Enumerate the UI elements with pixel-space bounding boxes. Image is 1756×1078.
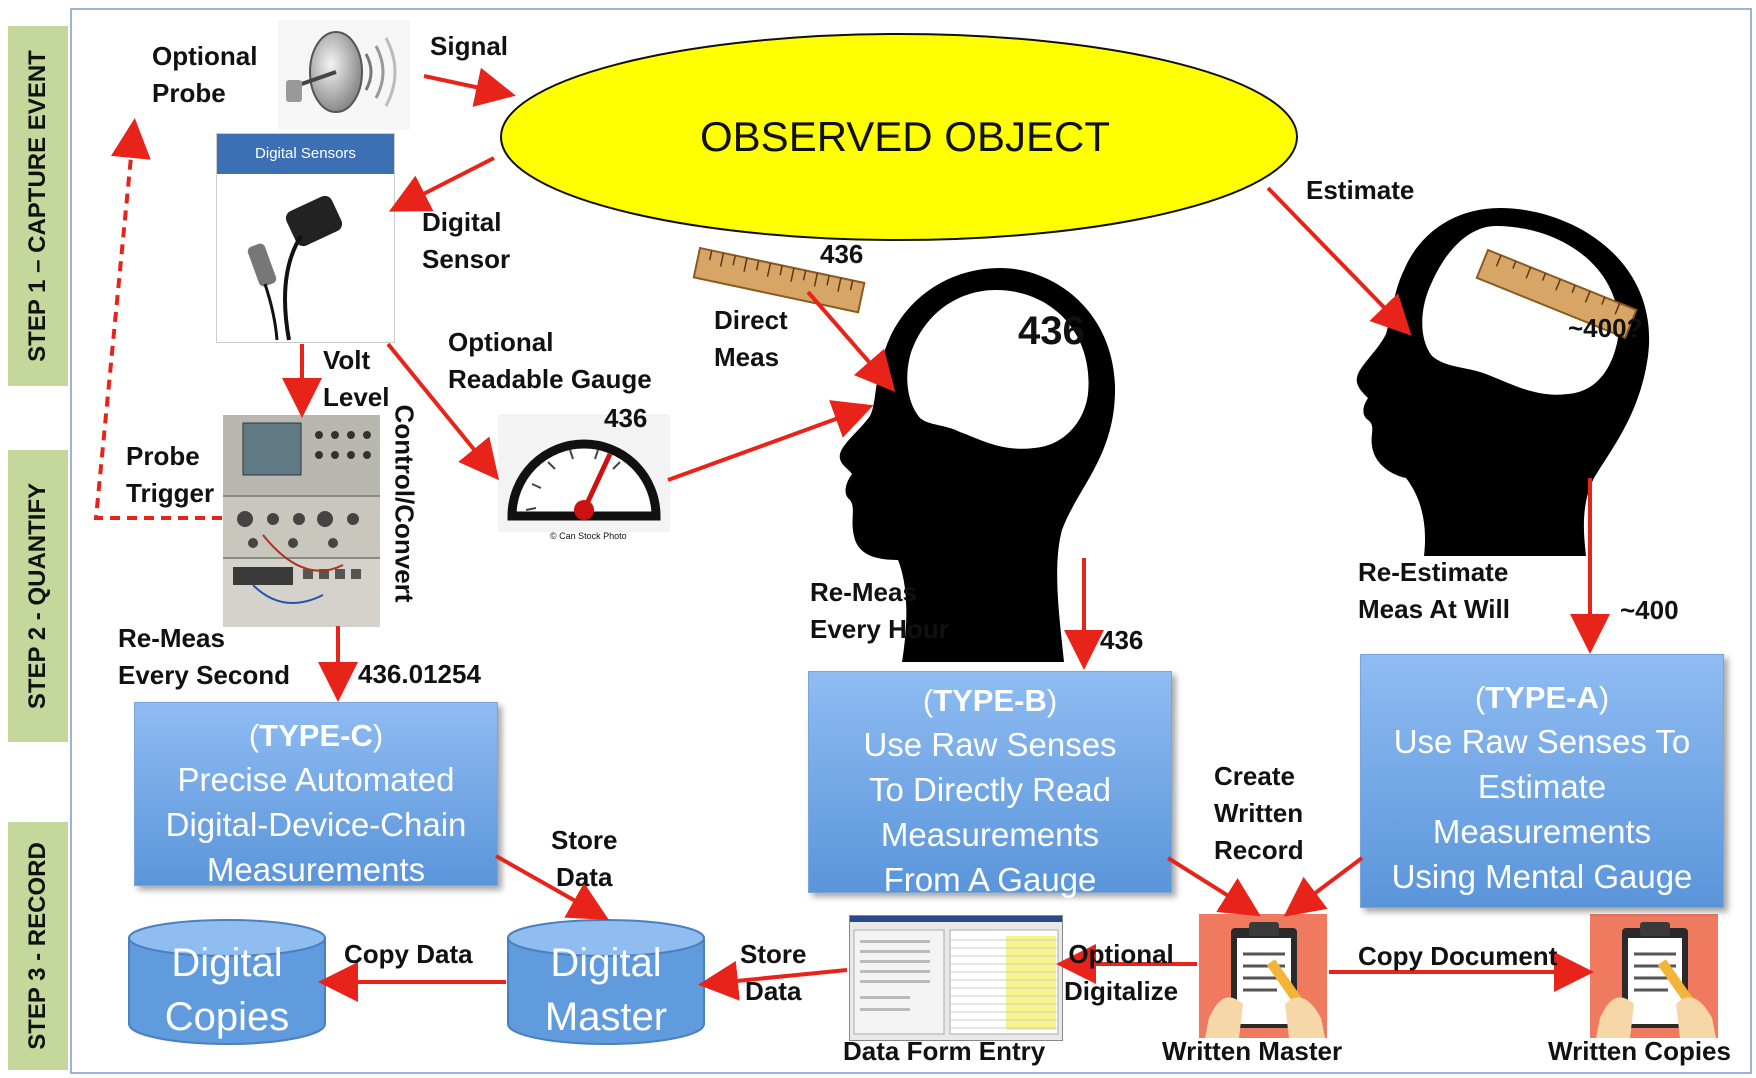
type-c-heading: (TYPE-C) bbox=[248, 718, 384, 753]
type-a-line: Estimate bbox=[1477, 768, 1607, 805]
type-a-heading: (TYPE-A) bbox=[1474, 680, 1610, 715]
instrument-rack-image bbox=[223, 415, 380, 627]
type-b-line: Use Raw Senses bbox=[863, 726, 1117, 763]
type-a-line: Use Raw Senses To bbox=[1393, 723, 1691, 760]
digital-master-line1: Digital bbox=[550, 941, 662, 985]
copy-data-label: Copy Data bbox=[344, 939, 473, 969]
step3-band: STEP 3 - RECORD bbox=[8, 822, 68, 1070]
re-meas-second-label: Re-Meas Every Second bbox=[118, 623, 290, 690]
written-copies-caption: Written Copies bbox=[1548, 1036, 1731, 1066]
written-master-clipboard-icon bbox=[1199, 914, 1327, 1038]
probe-trigger-label: Probe Trigger bbox=[126, 441, 215, 508]
arrow-to-gauge bbox=[386, 342, 500, 481]
typeb-value: 436 bbox=[1100, 625, 1144, 655]
direct-meas-label: Direct Meas bbox=[714, 305, 788, 372]
arrow-typeb-record bbox=[1166, 856, 1261, 917]
head-estimate-value: ~400? bbox=[1568, 313, 1643, 343]
data-form-entry-image bbox=[849, 915, 1063, 1041]
digital-sensor-label: Digital Sensor bbox=[422, 207, 511, 274]
estimate-label: Estimate bbox=[1306, 175, 1415, 205]
copy-document-label: Copy Document bbox=[1358, 941, 1558, 971]
type-b-line: Measurements bbox=[880, 816, 1100, 853]
digital-master-line2: Master bbox=[544, 995, 668, 1039]
type-b-line: To Directly Read bbox=[868, 771, 1112, 808]
arrow-to-sensor bbox=[388, 156, 495, 212]
type-c-line: Measurements bbox=[206, 851, 426, 888]
optional-gauge-label: Optional Readable Gauge bbox=[448, 327, 652, 394]
type-b-line: From A Gauge bbox=[883, 861, 1097, 898]
written-master-caption: Written Master bbox=[1162, 1036, 1343, 1066]
volt-level-label: Volt Level bbox=[323, 345, 390, 412]
type-c-line: Precise Automated bbox=[177, 761, 455, 798]
head-value: 436 bbox=[1018, 309, 1085, 353]
data-form-entry-caption: Data Form Entry bbox=[843, 1036, 1046, 1066]
typea-value: ~400 bbox=[1620, 595, 1679, 625]
digital-sensor-image: Digital Sensors bbox=[216, 133, 395, 343]
store-data-bottom-label: Store Data bbox=[740, 939, 807, 1006]
arrow-gauge-to-head bbox=[667, 400, 874, 482]
type-b-heading: (TYPE-B) bbox=[922, 683, 1058, 718]
arrow-signal bbox=[423, 67, 516, 107]
type-a-box: (TYPE-A) Use Raw Senses To Estimate Meas… bbox=[1360, 654, 1724, 908]
ruler-value: 436 bbox=[820, 239, 864, 269]
step1-band: STEP 1 – CAPTURE EVENT bbox=[8, 26, 68, 386]
re-estimate-label: Re-Estimate Meas At Will bbox=[1358, 557, 1510, 624]
digital-copies-line2: Copies bbox=[164, 995, 290, 1039]
type-a-line: Using Mental Gauge bbox=[1391, 858, 1693, 895]
gauge-value: 436 bbox=[604, 403, 648, 433]
store-data-top-label: Store Data bbox=[551, 825, 618, 892]
written-copies-clipboard-icon bbox=[1590, 914, 1718, 1038]
gauge-credit: © Can Stock Photo bbox=[550, 531, 627, 541]
control-convert-label: Control/Convert bbox=[389, 404, 420, 603]
observed-object-label: OBSERVED OBJECT bbox=[700, 113, 1110, 160]
arrow-typea-record bbox=[1283, 856, 1364, 917]
sensor-card-header: Digital Sensors bbox=[217, 134, 394, 174]
arrow-ruler-to-head bbox=[806, 290, 896, 393]
digital-master-database: Digital Master bbox=[506, 918, 706, 1046]
optional-digitalize-label: Optional Digitalize bbox=[1064, 939, 1179, 1006]
diagram-frame bbox=[70, 8, 1752, 1074]
re-meas-hour-label: Re-Meas Every Hour bbox=[810, 577, 949, 644]
signal-label: Signal bbox=[430, 31, 509, 61]
device-value: 436.01254 bbox=[358, 659, 481, 689]
arrow-typec-store bbox=[495, 854, 609, 920]
probe-dish-icon bbox=[278, 20, 410, 130]
sensor-device-icon bbox=[247, 195, 343, 341]
type-a-line: Measurements bbox=[1432, 813, 1652, 850]
arrow-probe-trigger-dashed bbox=[93, 118, 222, 520]
step2-band: STEP 2 - QUANTIFY bbox=[8, 450, 68, 742]
type-c-box: (TYPE-C) Precise Automated Digital-Devic… bbox=[134, 702, 498, 888]
type-c-line: Digital-Device-Chain bbox=[165, 806, 467, 843]
digital-copies-database: Digital Copies bbox=[127, 918, 327, 1046]
digital-copies-line1: Digital bbox=[171, 941, 283, 985]
readable-gauge-image bbox=[498, 414, 670, 532]
create-written-record-label: Create Written Record bbox=[1214, 761, 1304, 865]
arrow-estimate bbox=[1266, 186, 1412, 336]
optional-probe-label: Optional Probe bbox=[152, 41, 258, 108]
type-b-box: (TYPE-B) Use Raw Senses To Directly Read… bbox=[808, 671, 1172, 898]
arrow-store-data bbox=[698, 960, 848, 1001]
